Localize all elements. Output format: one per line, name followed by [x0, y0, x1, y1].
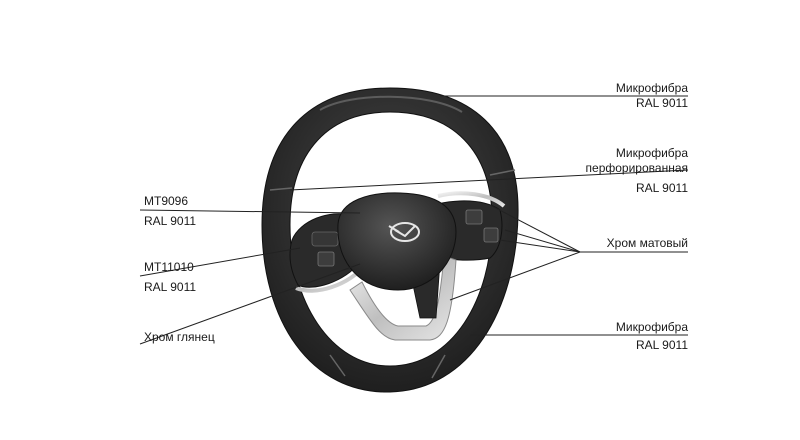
leader-chrome-matte-2: [504, 229, 581, 253]
airbag-hub: [337, 192, 457, 291]
label-mt11010-line1: МТ11010: [144, 260, 194, 274]
rim-seam-bottom: [329, 354, 446, 379]
leader-chrome-matte-1: [489, 204, 581, 253]
label-mt9096-line1: МТ9096: [144, 194, 189, 208]
label-microfiber-top-line2: RAL 9011: [635, 96, 688, 110]
leader-chrome-gloss: [139, 263, 361, 345]
label-microfiber-bottom-line2: RAL 9011: [635, 338, 688, 352]
label-microfiber-perforated: Микрофибра перфорированная RAL 9011: [540, 146, 688, 196]
leader-mt9096: [139, 209, 361, 214]
label-mt11010: МТ11010 RAL 9011: [144, 260, 264, 295]
label-chrome-matte-line1: Хром матовый: [606, 236, 688, 250]
label-microfiber-bottom: Микрофибра RAL 9011: [560, 320, 688, 353]
left-control-button: [317, 251, 335, 267]
label-microfiber-top-line1: Микрофибра: [615, 81, 688, 95]
right-control-button-2: [483, 227, 499, 243]
label-mt11010-line2: RAL 9011: [144, 280, 197, 294]
right-spoke-chrome-trim: [437, 191, 506, 208]
rim-seam-left: [269, 187, 293, 191]
label-microfiber-perforated-line2: перфорированная: [585, 161, 688, 175]
leader-chrome-matte-3: [499, 239, 581, 253]
right-control-button-1: [465, 209, 483, 225]
leader-microfiber-perforated: [289, 169, 689, 191]
left-control-pad: [311, 231, 339, 247]
label-mt9096-line2: RAL 9011: [144, 214, 197, 228]
rim-seam-right: [489, 169, 516, 176]
wheel-rim: [261, 87, 519, 393]
leader-mt11010: [139, 247, 301, 277]
label-mt9096: МТ9096 RAL 9011: [144, 194, 264, 229]
leader-chrome-matte-4: [449, 251, 581, 301]
label-microfiber-perforated-line3: RAL 9011: [635, 181, 688, 195]
leader-lines: [139, 95, 689, 345]
brand-emblem: [388, 222, 420, 242]
label-microfiber-bottom-line1: Микрофибра: [615, 320, 688, 334]
bottom-chrome-spoke: [349, 255, 457, 341]
label-chrome-matte: Хром матовый: [560, 236, 688, 251]
label-chrome-gloss-line1: Хром глянец: [144, 330, 215, 344]
label-chrome-gloss: Хром глянец: [144, 330, 264, 345]
label-microfiber-perforated-line1: Микрофибра: [615, 146, 688, 160]
rim-highlight-top: [319, 95, 463, 113]
label-microfiber-top: Микрофибра RAL 9011: [560, 81, 688, 111]
